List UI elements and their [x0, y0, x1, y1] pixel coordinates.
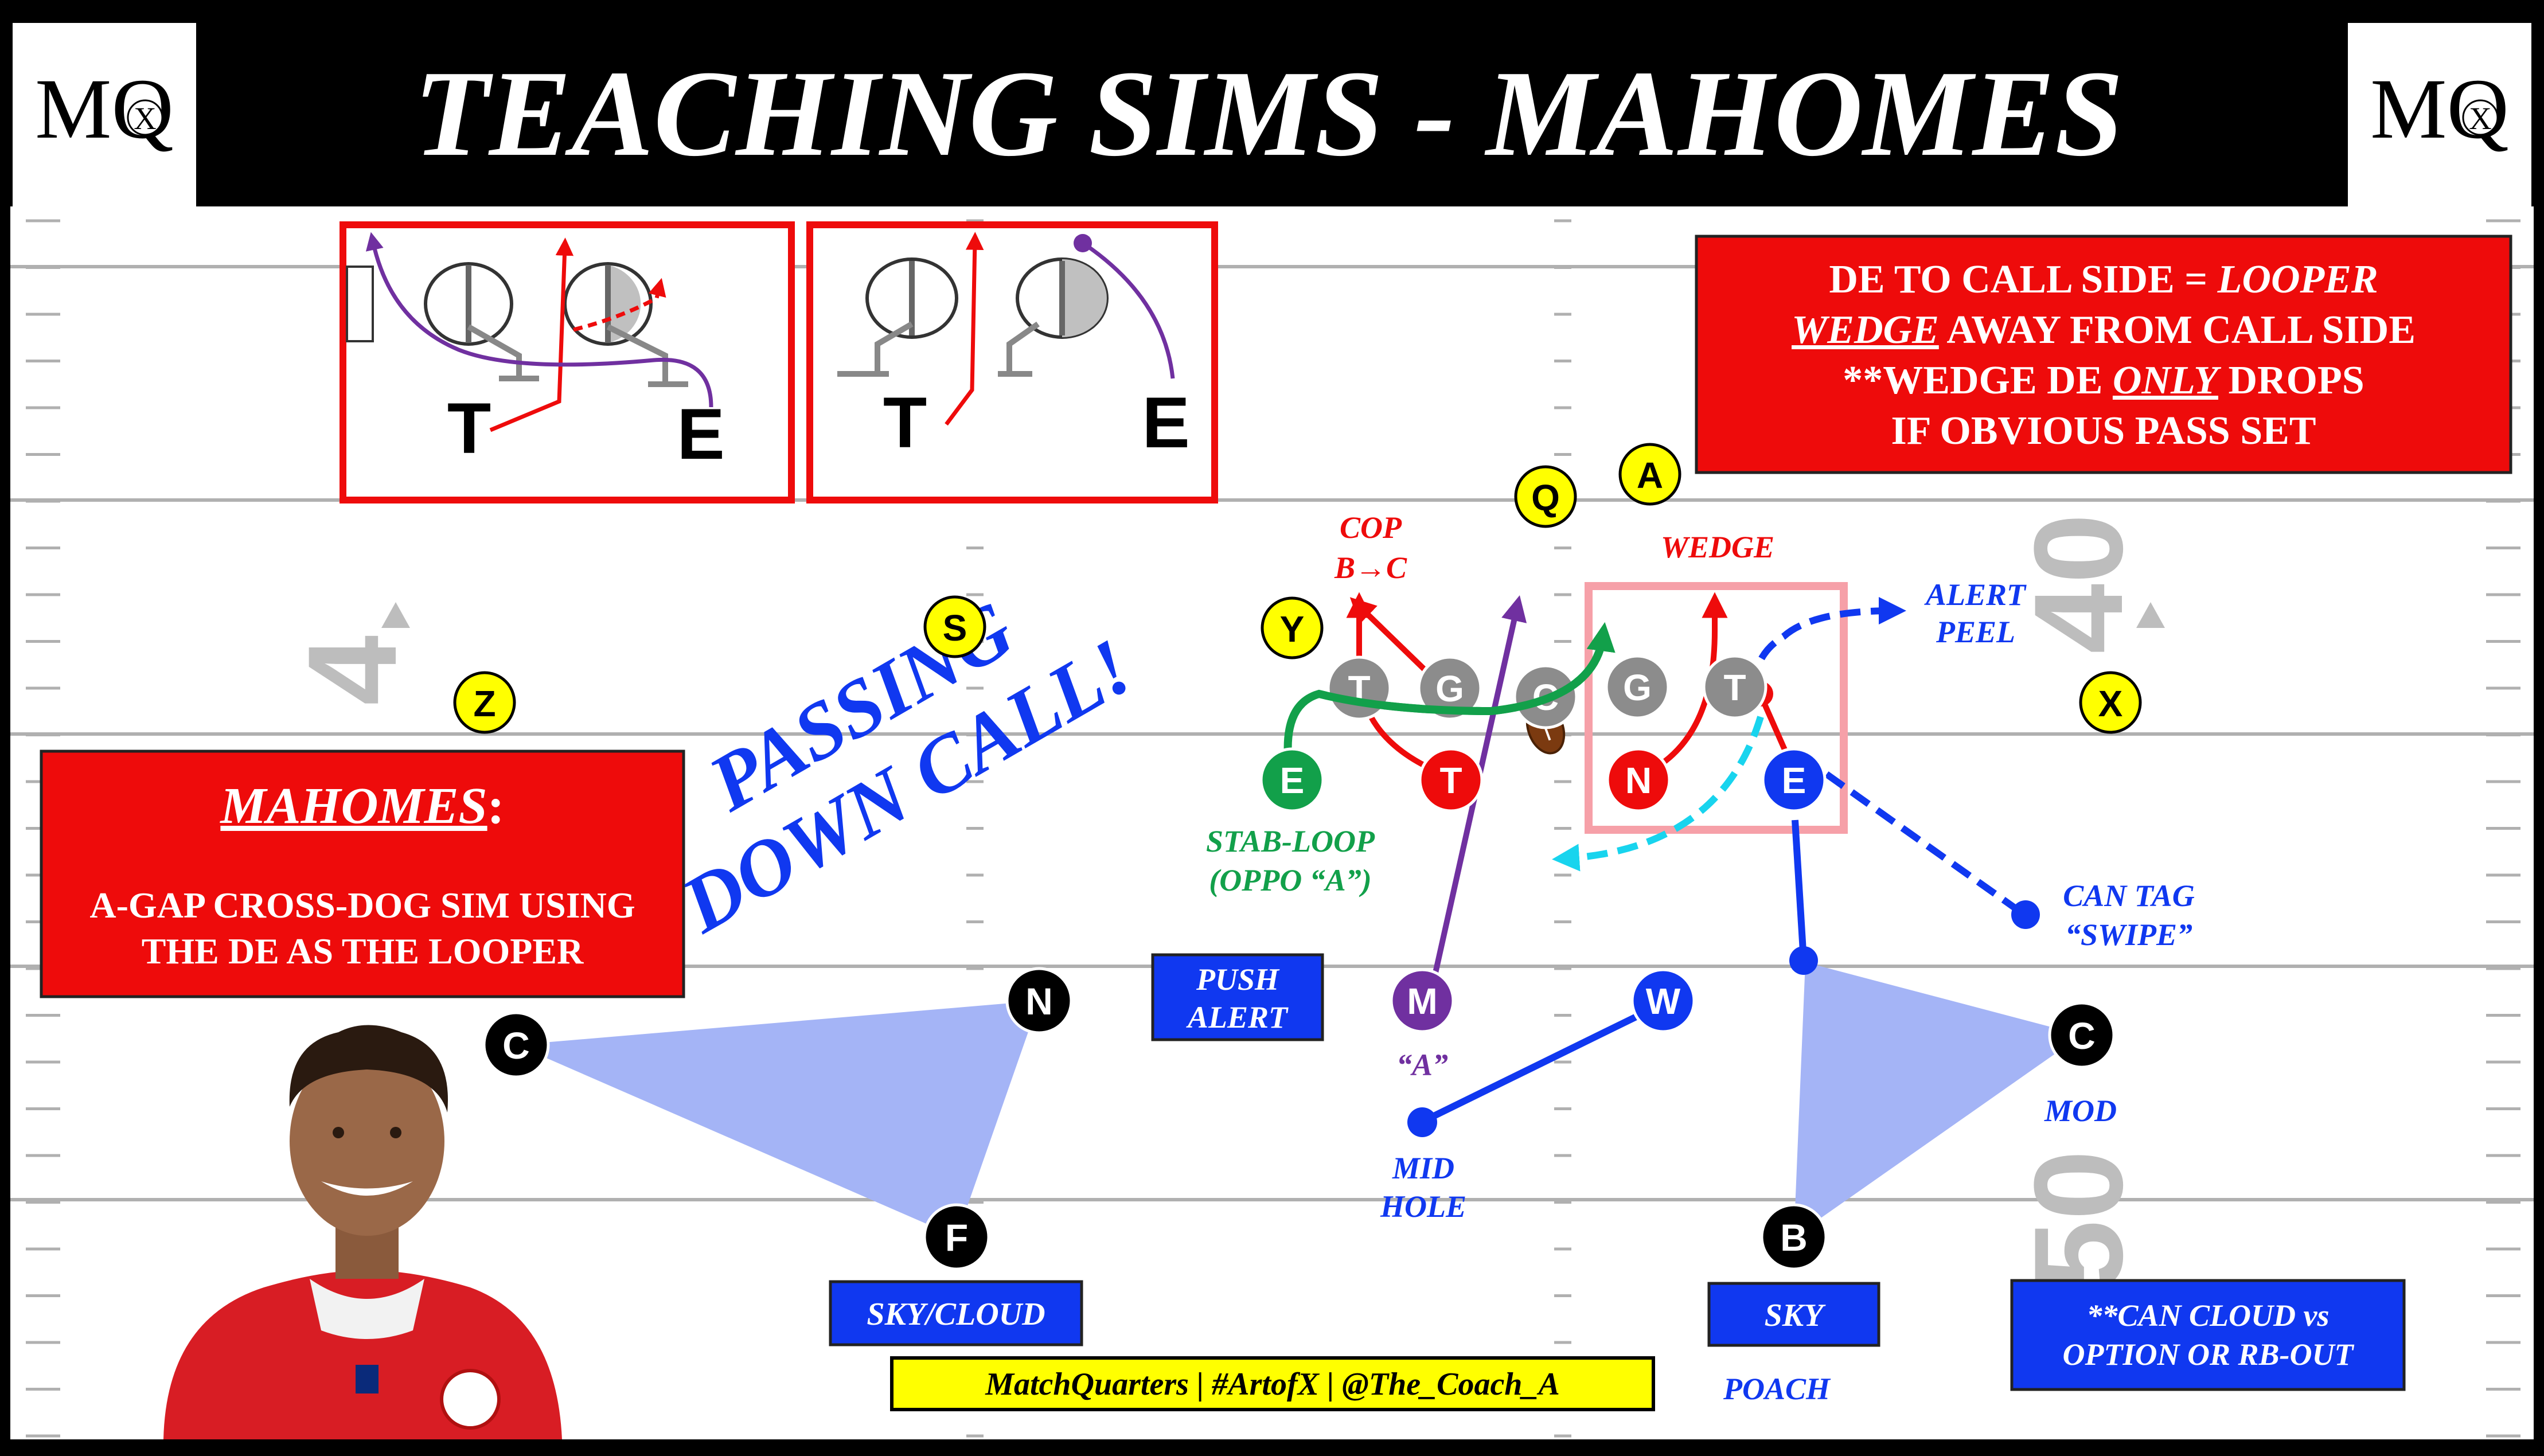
svg-text:E: E: [1782, 760, 1806, 801]
svg-text:THE DE AS THE LOOPER: THE DE AS THE LOOPER: [142, 931, 584, 971]
call-rules-box: DE TO CALL SIDE = LOOPER WEDGE AWAY FROM…: [1695, 235, 2512, 474]
svg-text:MatchQuarters | #ArtofX | @The: MatchQuarters | #ArtofX | @The_Coach_A: [985, 1367, 1560, 1402]
svg-text:M: M: [1407, 981, 1437, 1022]
svg-text:X: X: [134, 101, 157, 136]
svg-text:W: W: [1646, 981, 1681, 1022]
swipe-drop-route: [1552, 716, 1764, 872]
field-number-right-bottom: 50: [2008, 1150, 2149, 1290]
svg-text:E: E: [1142, 383, 1189, 463]
svg-text:DE TO CALL SIDE = LOOPER: DE TO CALL SIDE = LOOPER: [1829, 257, 2378, 302]
svg-text:“A”: “A”: [1396, 1048, 1448, 1082]
svg-text:COP: COP: [1340, 510, 1402, 545]
svg-text:CAN TAG: CAN TAG: [2063, 879, 2195, 913]
svg-text:“SWIPE”: “SWIPE”: [2065, 918, 2192, 952]
svg-text:SKY/CLOUD: SKY/CLOUD: [867, 1297, 1045, 1332]
svg-text:POACH: POACH: [1723, 1372, 1831, 1406]
svg-text:A: A: [1637, 455, 1663, 496]
stab-loop-route-overlay: [1318, 622, 1616, 716]
svg-text:T: T: [1723, 667, 1746, 708]
defensive-front: E T N E: [1259, 747, 1827, 813]
inset-diagram-loop: T E: [340, 221, 795, 503]
zone-left: [516, 1001, 1039, 1237]
svg-text:SKY: SKY: [1765, 1298, 1826, 1333]
svg-text:MOD: MOD: [2044, 1094, 2117, 1128]
title-bar: [10, 10, 2534, 206]
svg-text:WEDGE: WEDGE: [1661, 530, 1774, 564]
mid-hole-point: [1407, 1107, 1437, 1137]
sky-box: SKY: [1707, 1282, 1880, 1347]
svg-text:X: X: [2098, 683, 2123, 724]
svg-text:OPTION OR RB-OUT: OPTION OR RB-OUT: [2063, 1337, 2355, 1372]
svg-text:4: 4: [282, 635, 423, 705]
field-number-left: 4: [282, 635, 423, 705]
svg-text:Z: Z: [473, 683, 495, 724]
sky-cloud-box: SKY/CLOUD: [829, 1280, 1083, 1346]
defense-second-level: M W C N F B C: [482, 967, 2116, 1271]
svg-text:PEEL: PEEL: [1936, 615, 2015, 649]
mahomes-box: MAHOMES: A-GAP CROSS-DOG SIM USING THE D…: [40, 750, 685, 998]
svg-text:ALERT: ALERT: [1186, 1000, 1289, 1035]
svg-text:WEDGE AWAY FROM CALL SIDE: WEDGE AWAY FROM CALL SIDE: [1792, 308, 2416, 352]
svg-text:N: N: [1025, 980, 1053, 1022]
can-tag-route: [1824, 771, 2027, 918]
svg-text:B→C: B→C: [1334, 551, 1407, 585]
logo-right: MQ X: [2348, 23, 2531, 206]
svg-text:C: C: [502, 1024, 530, 1067]
svg-text:**CAN CLOUD vs: **CAN CLOUD vs: [2086, 1298, 2329, 1333]
footer-credit: MatchQuarters | #ArtofX | @The_Coach_A: [890, 1356, 1655, 1411]
svg-text:X: X: [2469, 101, 2492, 136]
svg-text:T: T: [1439, 760, 1462, 801]
svg-text:Q: Q: [1531, 477, 1560, 518]
svg-text:HOLE: HOLE: [1380, 1189, 1466, 1224]
logo-left: MQ X: [13, 23, 196, 206]
svg-text:G: G: [1623, 667, 1652, 708]
wedge-box: [1585, 582, 1848, 834]
player-photo: [163, 1025, 562, 1439]
end-drop-point: [1789, 946, 1818, 975]
hash-marks: [26, 219, 2520, 1438]
svg-text:A-GAP CROSS-DOG SIM USING: A-GAP CROSS-DOG SIM USING: [89, 885, 635, 926]
svg-text:N: N: [1625, 760, 1652, 801]
svg-text:B: B: [1780, 1216, 1808, 1259]
alert-peel-route: [1750, 597, 1906, 689]
assignment-labels: COP B→C WEDGE ALERT PEEL STAB-LOOP (OPPO…: [1206, 510, 2195, 1406]
svg-text:MID: MID: [1392, 1151, 1454, 1185]
svg-text:STAB-LOOP: STAB-LOOP: [1206, 824, 1375, 858]
inset-diagram-wedge: T E: [806, 221, 1218, 503]
svg-text:PUSH: PUSH: [1196, 962, 1280, 997]
svg-text:50: 50: [2008, 1150, 2149, 1290]
svg-text:E: E: [1280, 760, 1305, 801]
svg-text:IF OBVIOUS PASS SET: IF OBVIOUS PASS SET: [1891, 409, 2316, 453]
svg-text:40: 40: [2008, 513, 2149, 654]
svg-text:ALERT: ALERT: [1924, 577, 2027, 612]
direction-arrow-left: [381, 602, 410, 628]
svg-text:F: F: [945, 1216, 968, 1259]
svg-text:(OPPO “A”): (OPPO “A”): [1209, 863, 1371, 897]
offense-skill: Q A Y S Z X: [453, 443, 2142, 734]
svg-text:**WEDGE DE ONLY DROPS: **WEDGE DE ONLY DROPS: [1843, 358, 2364, 403]
will-route: [1422, 1000, 1665, 1125]
can-tag-point: [2011, 900, 2040, 929]
svg-text:E: E: [677, 395, 724, 474]
svg-text:Y: Y: [1280, 608, 1305, 650]
direction-arrow-right: [2136, 602, 2165, 628]
zone-right: [1794, 962, 2082, 1237]
svg-text:T: T: [447, 389, 491, 469]
field-number-right-top: 40: [2008, 513, 2149, 654]
svg-text:T: T: [883, 383, 927, 463]
svg-text:C: C: [2068, 1014, 2096, 1057]
svg-text:G: G: [1435, 668, 1464, 709]
page-title: TEACHING SIMS - MAHOMES: [413, 45, 2123, 182]
svg-text:S: S: [943, 607, 967, 649]
svg-text:MAHOMES:: MAHOMES:: [219, 778, 504, 834]
end-drop-route: [1792, 819, 1807, 961]
push-alert-box: PUSH ALERT: [1151, 953, 1324, 1041]
can-cloud-box: **CAN CLOUD vs OPTION OR RB-OUT: [2010, 1279, 2406, 1391]
